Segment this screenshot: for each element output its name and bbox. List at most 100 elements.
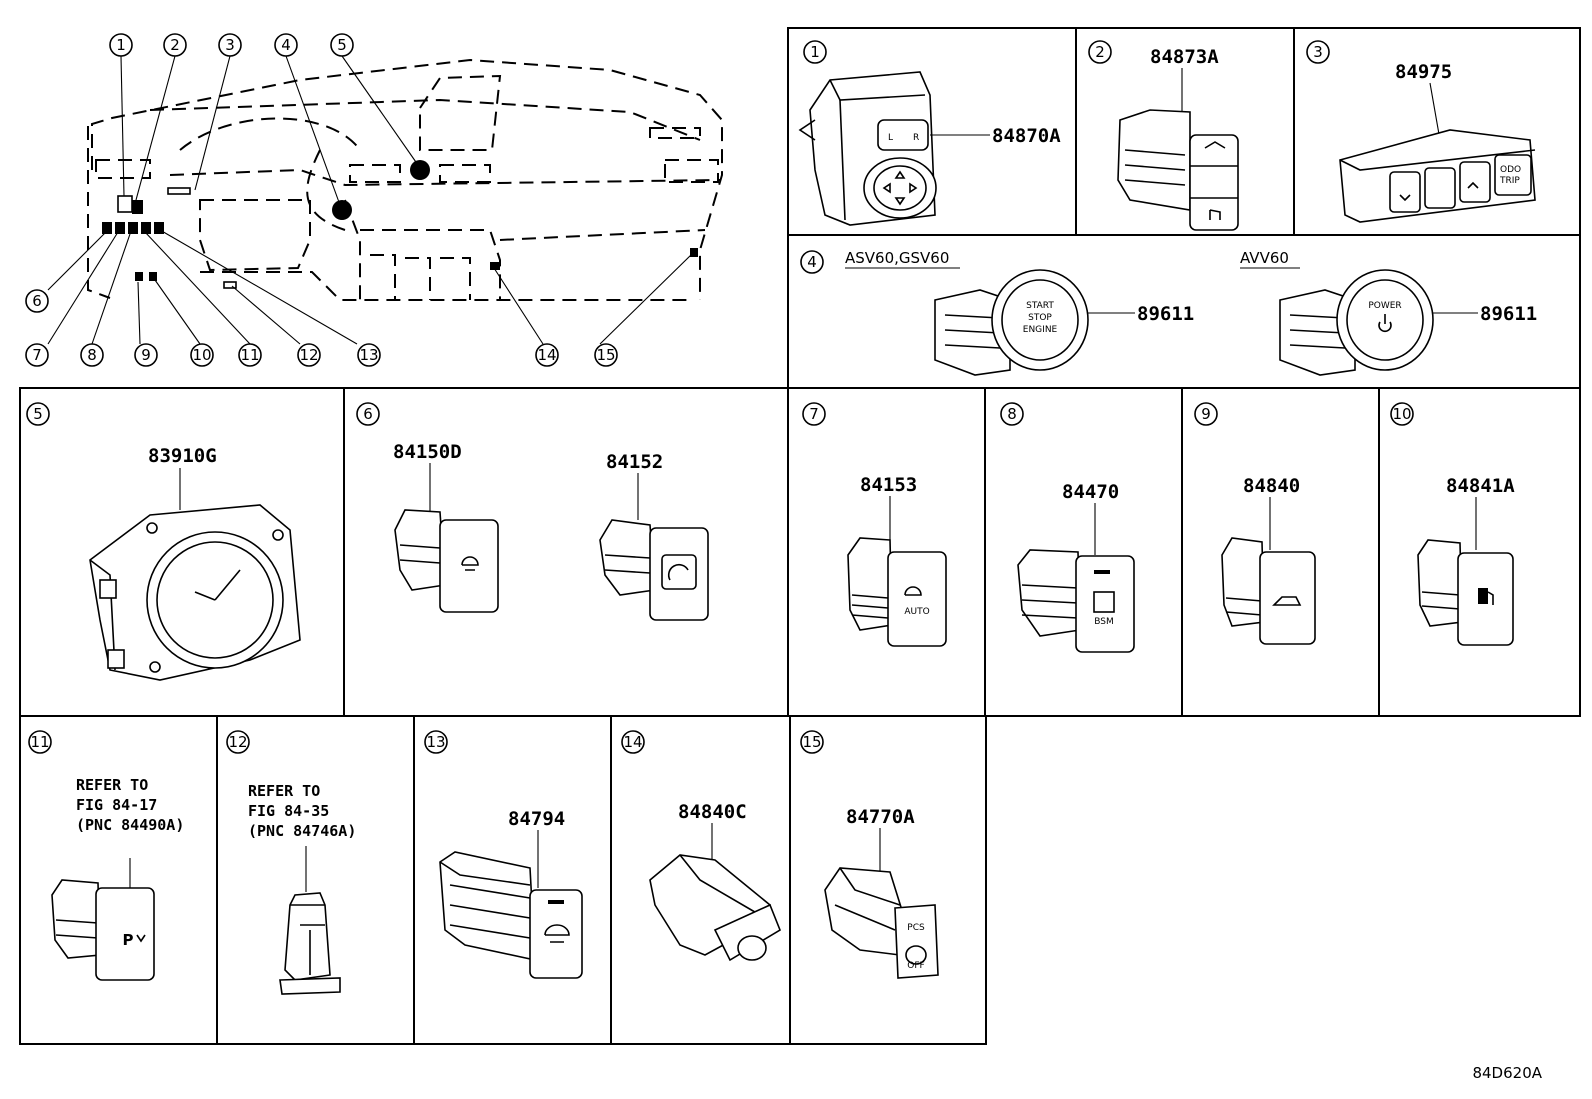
svg-text:R: R bbox=[913, 133, 919, 143]
overview-callout-13: 13 bbox=[357, 343, 381, 367]
overview-callout-9: 9 bbox=[134, 343, 158, 367]
svg-text:14: 14 bbox=[537, 346, 556, 364]
svg-text:P: P bbox=[123, 931, 134, 949]
svg-text:AVV60: AVV60 bbox=[1240, 249, 1289, 267]
svg-text:15: 15 bbox=[596, 346, 615, 364]
power-button-drawing: POWER 89611 bbox=[1279, 269, 1537, 376]
svg-text:83910G: 83910G bbox=[148, 445, 217, 467]
svg-text:9: 9 bbox=[1201, 405, 1211, 423]
svg-text:8: 8 bbox=[1007, 405, 1017, 423]
overview-callout-4: 4 bbox=[274, 33, 298, 57]
svg-text:10: 10 bbox=[192, 346, 211, 364]
svg-text:2: 2 bbox=[170, 36, 180, 54]
svg-text:1: 1 bbox=[810, 43, 820, 61]
svg-text:11: 11 bbox=[30, 733, 49, 751]
svg-text:6: 6 bbox=[32, 292, 42, 310]
svg-text:84841A: 84841A bbox=[1446, 475, 1515, 497]
panel-7: 7 84153 AUTO bbox=[802, 402, 947, 647]
panel-15: 15 84770A PCS OFF bbox=[800, 730, 939, 979]
svg-text:89611: 89611 bbox=[1480, 303, 1537, 325]
svg-text:14: 14 bbox=[623, 733, 642, 751]
svg-text:2: 2 bbox=[1095, 43, 1105, 61]
svg-text:BSM: BSM bbox=[1094, 617, 1114, 627]
overview-callout-2: 2 bbox=[163, 33, 187, 57]
svg-text:84870A: 84870A bbox=[992, 125, 1061, 147]
svg-text:5: 5 bbox=[337, 36, 347, 54]
panel-10: 10 84841A bbox=[1390, 402, 1515, 646]
panel-9: 9 84840 bbox=[1194, 402, 1316, 645]
svg-text:5: 5 bbox=[33, 405, 43, 423]
svg-text:(PNC 84746A): (PNC 84746A) bbox=[248, 822, 356, 840]
svg-text:84150D: 84150D bbox=[393, 441, 462, 463]
overview-callout-12: 12 bbox=[297, 343, 321, 367]
svg-text:4: 4 bbox=[807, 253, 817, 271]
svg-text:10: 10 bbox=[1392, 405, 1411, 423]
overview-callout-14: 14 bbox=[535, 343, 559, 367]
svg-text:4: 4 bbox=[281, 36, 291, 54]
svg-text:7: 7 bbox=[32, 346, 42, 364]
svg-text:84794: 84794 bbox=[508, 808, 565, 830]
panel-11: 11 REFER TO FIG 84-17 (PNC 84490A) P bbox=[28, 730, 184, 981]
svg-text:13: 13 bbox=[426, 733, 445, 751]
svg-text:AUTO: AUTO bbox=[904, 607, 929, 617]
panel-8: 8 84470 BSM bbox=[1000, 402, 1135, 653]
svg-text:8: 8 bbox=[87, 346, 97, 364]
svg-text:11: 11 bbox=[240, 346, 259, 364]
svg-text:3: 3 bbox=[225, 36, 235, 54]
svg-text:REFER TO: REFER TO bbox=[248, 782, 320, 800]
dashboard-overview bbox=[47, 55, 723, 345]
overview-callout-5: 5 bbox=[330, 33, 354, 57]
panel-5: 5 83910G bbox=[26, 402, 301, 681]
svg-text:REFER TO: REFER TO bbox=[76, 776, 148, 794]
figure-code: 84D620A bbox=[1472, 1064, 1542, 1082]
svg-text:84975: 84975 bbox=[1395, 61, 1452, 83]
svg-text:84152: 84152 bbox=[606, 451, 663, 473]
svg-text:84153: 84153 bbox=[860, 474, 917, 496]
svg-text:84873A: 84873A bbox=[1150, 46, 1219, 68]
panel-2: 2 84873A bbox=[1088, 40, 1239, 231]
panel-13: 13 84794 bbox=[424, 730, 583, 979]
svg-text:START: START bbox=[1026, 301, 1054, 311]
panel-3: 3 84975 ODO TRIP bbox=[1306, 40, 1536, 223]
start-stop-button-drawing: START STOP ENGINE 89611 bbox=[934, 269, 1194, 376]
svg-text:15: 15 bbox=[802, 733, 821, 751]
svg-text:7: 7 bbox=[809, 405, 819, 423]
svg-text:84770A: 84770A bbox=[846, 806, 915, 828]
svg-text:ASV60,GSV60: ASV60,GSV60 bbox=[845, 249, 949, 267]
svg-text:3: 3 bbox=[1313, 43, 1323, 61]
overview-callout-10: 10 bbox=[190, 343, 214, 367]
svg-text:9: 9 bbox=[141, 346, 151, 364]
svg-text:FIG 84-17: FIG 84-17 bbox=[76, 796, 157, 814]
overview-callout-3: 3 bbox=[218, 33, 242, 57]
svg-text:ODO: ODO bbox=[1500, 165, 1521, 175]
svg-text:13: 13 bbox=[359, 346, 378, 364]
panel-12: 12 REFER TO FIG 84-35 (PNC 84746A) bbox=[226, 730, 356, 995]
svg-text:POWER: POWER bbox=[1368, 301, 1401, 311]
svg-text:FIG 84-35: FIG 84-35 bbox=[248, 802, 329, 820]
overview-callout-8: 8 bbox=[80, 343, 104, 367]
panel-4: 4 ASV60,GSV60 AVV60 START STOP ENGINE 89… bbox=[800, 249, 1537, 376]
svg-text:84840: 84840 bbox=[1243, 475, 1300, 497]
svg-text:L: L bbox=[888, 133, 893, 143]
overview-callout-11: 11 bbox=[238, 343, 262, 367]
svg-text:OFF: OFF bbox=[907, 961, 924, 971]
panel-14: 14 84840C bbox=[621, 730, 781, 962]
overview-callout-7: 7 bbox=[25, 343, 49, 367]
svg-text:STOP: STOP bbox=[1028, 313, 1052, 323]
svg-text:(PNC 84490A): (PNC 84490A) bbox=[76, 816, 184, 834]
svg-text:12: 12 bbox=[299, 346, 318, 364]
svg-text:84470: 84470 bbox=[1062, 481, 1119, 503]
svg-text:89611: 89611 bbox=[1137, 303, 1194, 325]
svg-text:84840C: 84840C bbox=[678, 801, 747, 823]
overview-callout-15: 15 bbox=[594, 343, 618, 367]
overview-callout-6: 6 bbox=[25, 289, 49, 313]
panel-frames bbox=[19, 27, 1581, 1045]
svg-text:12: 12 bbox=[228, 733, 247, 751]
panel-6: 6 84150D 84152 bbox=[356, 402, 709, 621]
svg-text:PCS: PCS bbox=[907, 923, 925, 933]
svg-text:ENGINE: ENGINE bbox=[1023, 325, 1058, 335]
overview-callouts: 1 2 3 4 5 6 7 8 9 10 11 12 13 14 15 bbox=[25, 33, 618, 367]
svg-text:1: 1 bbox=[116, 36, 126, 54]
panel-1: 1 L R 84870A bbox=[798, 40, 1061, 226]
